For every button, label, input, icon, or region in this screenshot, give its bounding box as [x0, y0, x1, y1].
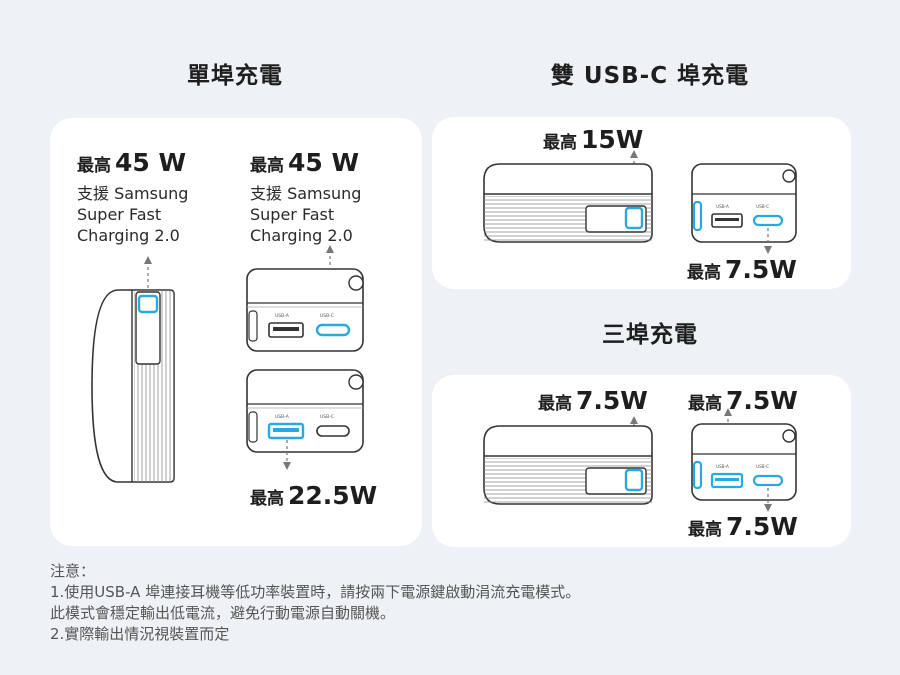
- note-line: 1.使用USB-A 埠連接耳機等低功率裝置時，請按兩下電源鍵啟動涓流充電模式。: [50, 583, 581, 601]
- max-prefix: 最高: [250, 156, 284, 176]
- max-prefix: 最高: [250, 489, 284, 509]
- svg-text:USB-C: USB-C: [756, 204, 769, 209]
- usbc-cable-plug-icon: [624, 206, 644, 230]
- watt-value: 7.5W: [726, 512, 798, 541]
- powerbank-front-view-top: USB-A USB-C: [246, 245, 364, 352]
- powerbank-horizontal-view: [483, 150, 653, 243]
- powerbank-front-view-dual: USB-A USB-C: [691, 163, 797, 254]
- notes-heading: 注意：: [50, 562, 96, 580]
- max-prefix: 最高: [543, 133, 577, 153]
- max-prefix: 最高: [77, 156, 111, 176]
- svg-text:USB-A: USB-A: [716, 464, 729, 469]
- max-prefix: 最高: [687, 263, 721, 283]
- single-port-title: 單埠充電: [187, 63, 283, 89]
- powerbank-side-view: [91, 256, 175, 483]
- single-left-description: 支援 Samsung Super Fast Charging 2.0: [77, 184, 189, 245]
- max-prefix: 最高: [538, 394, 572, 414]
- watt-value: 7.5W: [725, 255, 797, 284]
- powerbank-horizontal-view-triple: [483, 416, 653, 505]
- usbc-port-icon: [752, 474, 784, 487]
- usbc-port-icon: [316, 425, 350, 437]
- svg-text:USB-A: USB-A: [275, 414, 290, 420]
- watt-value: 7.5W: [726, 386, 798, 415]
- usbc-cable-plug-icon: [137, 294, 159, 314]
- max-prefix: 最高: [688, 520, 722, 540]
- watt-value: 7.5W: [576, 386, 648, 415]
- powerbank-front-view-triple: USB-A USB-C: [691, 408, 797, 512]
- svg-text:USB-C: USB-C: [320, 414, 334, 420]
- watt-value: 45 W: [115, 148, 187, 177]
- notes-section: 注意： 1.使用USB-A 埠連接耳機等低功率裝置時，請按兩下電源鍵啟動涓流充電…: [50, 561, 580, 645]
- watt-value: 45 W: [288, 148, 360, 177]
- svg-text:USB-C: USB-C: [756, 464, 769, 469]
- note-line: 2.實際輸出情況視裝置而定: [50, 625, 230, 643]
- svg-text:USB-A: USB-A: [275, 313, 290, 319]
- powerbank-front-view-bottom: USB-A USB-C: [246, 369, 364, 470]
- svg-text:USB-C: USB-C: [320, 313, 334, 319]
- usbc-port-icon: [315, 323, 351, 337]
- watt-value: 22.5W: [288, 481, 378, 510]
- dual-usbc-title: 雙 USB-C 埠充電: [550, 63, 750, 89]
- watt-value: 15W: [581, 125, 644, 154]
- note-line: 此模式會穩定輸出低電流，避免行動電源自動關機。: [50, 604, 396, 622]
- usbc-cable-plug-icon: [624, 468, 644, 492]
- single-right-description: 支援 Samsung Super Fast Charging 2.0: [250, 184, 362, 245]
- triple-port-title: 三埠充電: [602, 322, 698, 348]
- svg-text:USB-A: USB-A: [716, 204, 729, 209]
- max-prefix: 最高: [688, 394, 722, 414]
- usbc-port-icon: [752, 214, 784, 227]
